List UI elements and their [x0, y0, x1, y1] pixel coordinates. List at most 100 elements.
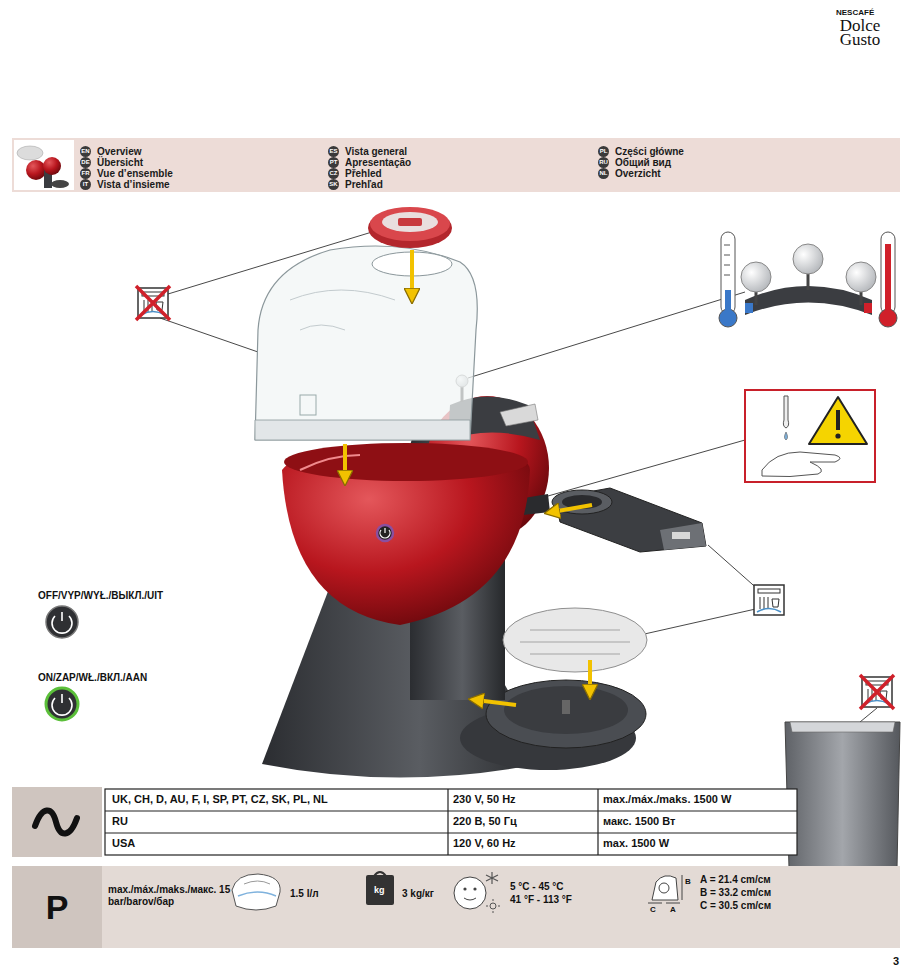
header-band [51, 180, 69, 188]
pressure-symbol: P [46, 888, 69, 927]
machine-head [500, 404, 538, 426]
dimension-letter: A [670, 905, 676, 915]
specification-band [12, 866, 900, 948]
tank-capacity-icon [232, 874, 280, 910]
table-cell: 230 V, 50 Hz [453, 793, 516, 806]
brand-logo: Dolce Gusto [834, 19, 886, 47]
temperature-lever-icon [719, 232, 897, 327]
capsule-holder [552, 490, 612, 514]
tank-lid [370, 207, 450, 241]
temperature-lever-icon [807, 272, 810, 290]
leader-line [160, 232, 877, 722]
temperature-lever-icon [745, 303, 753, 313]
table-cell: UK, CH, D, AU, F, I, SP, PT, CZ, SK, PL,… [112, 793, 328, 806]
header-band [17, 146, 43, 160]
language-entry: PTApresentação [328, 157, 411, 168]
assembly-arrow [552, 505, 592, 512]
heading-text: Overview [97, 146, 141, 157]
language-code: RU [598, 157, 609, 168]
table-cell: макс. 1500 Вт [603, 815, 675, 828]
leader-line [468, 292, 745, 378]
language-entry: SK Prehľad [328, 179, 383, 190]
heading-text: Vista general [345, 146, 407, 157]
capsule-holder [660, 523, 706, 550]
power-button-off [46, 606, 78, 638]
language-entry: NL Overzicht [598, 168, 661, 179]
hot-water-warning [809, 397, 867, 444]
assembly-arrow [343, 444, 347, 478]
temperature-icon [490, 903, 496, 909]
language-entry: CZPřehled [328, 168, 382, 179]
temperature-icon [454, 872, 500, 913]
power-button-on [52, 694, 72, 715]
header-band [26, 160, 46, 180]
pressure-box: P [12, 866, 102, 948]
water-tank [255, 420, 470, 440]
brand-name: NESCAFÉ [836, 8, 874, 18]
temperature-icon [463, 887, 466, 890]
temperature-lever-icon [724, 245, 730, 275]
water-tank [300, 395, 316, 415]
dimension-letter: B [685, 877, 691, 887]
table-cell: RU [112, 815, 128, 828]
water-tank [290, 290, 395, 330]
language-entry: ENOverview [80, 146, 141, 157]
weight-icon [366, 875, 394, 905]
electrical-table [35, 810, 77, 833]
tank-capacity-icon [232, 874, 280, 910]
water-container [785, 722, 900, 876]
leader-line [160, 318, 258, 352]
water-tank-holder [282, 443, 530, 625]
assembly-arrow [588, 660, 592, 692]
heading-text: Přehled [345, 168, 382, 179]
language-code: SK [328, 179, 339, 190]
tank-lid [398, 218, 422, 226]
heading-text: Prehľad [345, 179, 383, 190]
weight-icon-text: kg [374, 885, 385, 896]
table-cell: USA [112, 837, 135, 850]
heading-text: Części główne [615, 146, 684, 157]
temperature-lever-icon [846, 262, 876, 292]
language-entry: DE Übersicht [80, 157, 143, 168]
hot-water-warning [785, 432, 788, 440]
heading-text: Overzicht [615, 168, 661, 179]
weight-value: 3 kg/кг [402, 888, 434, 900]
language-code: NL [598, 168, 609, 179]
temperature-lever-icon [741, 262, 771, 292]
leader-line [860, 708, 877, 722]
hot-water-warning [836, 410, 840, 430]
temperature-value: 41 °F - 113 °F [510, 894, 572, 906]
machine-base [486, 680, 646, 748]
tank-lid [368, 208, 452, 248]
temperature-icon [464, 898, 476, 900]
hot-water-warning [835, 433, 840, 438]
dimensions-icon [648, 903, 680, 904]
water-container [790, 722, 895, 732]
temperature-lever-icon [881, 232, 895, 314]
table-cell: 220 В, 50 Гц [453, 815, 517, 828]
temperature-lever-icon [721, 232, 735, 314]
tank-capacity-icon [238, 892, 276, 896]
language-code: IT [80, 179, 91, 190]
electrical-table [105, 789, 797, 855]
machine-base [504, 686, 628, 734]
temperature-lever-icon [745, 286, 872, 315]
capsule-holder [552, 488, 706, 552]
heading-text: Übersicht [97, 157, 143, 168]
language-entry: ESVista general [328, 146, 407, 157]
pressure-value: max./máx./maks./макс. 15 bar/barov/бар [108, 884, 233, 908]
no-dishwasher-icon [860, 675, 894, 709]
language-code: FR [80, 168, 91, 179]
electrical-table [105, 789, 797, 855]
water-container [785, 722, 900, 876]
header-band [43, 157, 61, 175]
dimensions-icon [652, 876, 678, 900]
language-code: DE [80, 157, 91, 168]
temperature-icon [486, 899, 500, 913]
language-entry: ITVista d’insieme [80, 179, 170, 190]
temperature-lever-icon [725, 290, 731, 314]
dimensions-icon [648, 875, 682, 903]
dimension-value: B = 33.2 cm/см [700, 887, 771, 899]
tank-lid [382, 212, 438, 232]
